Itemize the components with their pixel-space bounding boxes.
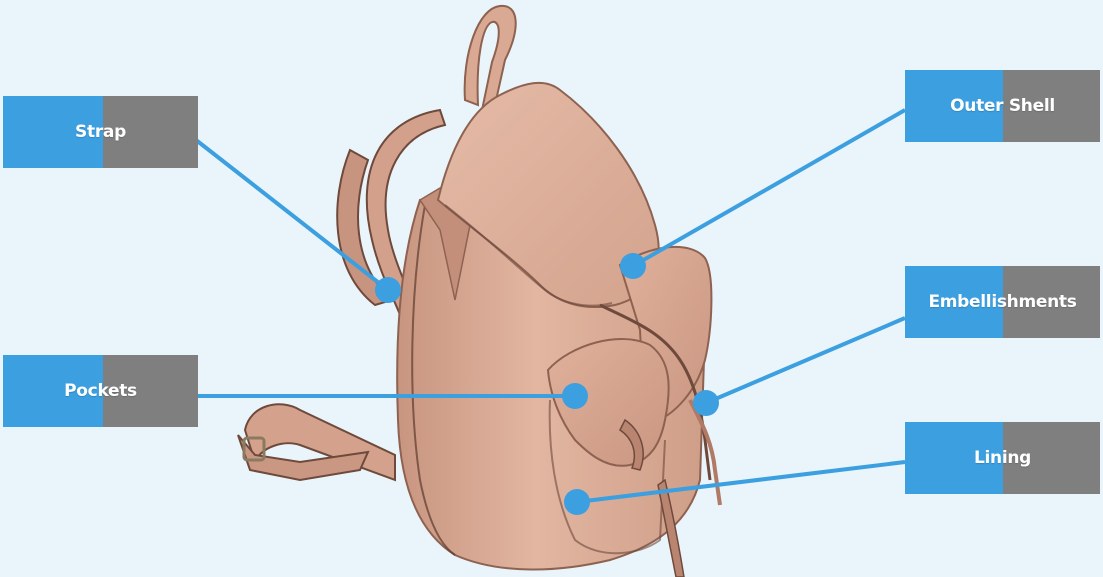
dot-embellishments [693,390,719,416]
embellishments-label-text: Embellishments [928,292,1076,312]
dot-pockets [562,383,588,409]
pockets-label: Pockets [3,355,198,427]
dot-outer-shell [620,253,646,279]
lining-label: Lining [905,422,1100,494]
dot-strap [375,277,401,303]
connector-outer-shell [633,110,905,266]
dot-lining [564,489,590,515]
outer-shell-label-text: Outer Shell [950,96,1055,116]
lining-label-text: Lining [974,448,1031,468]
strap-label: Strap [3,96,198,168]
pockets-label-text: Pockets [64,381,137,401]
connector-embellishments [706,318,905,403]
outer-shell-label: Outer Shell [905,70,1100,142]
embellishments-label: Embellishments [905,266,1100,338]
strap-label-text: Strap [75,122,126,142]
